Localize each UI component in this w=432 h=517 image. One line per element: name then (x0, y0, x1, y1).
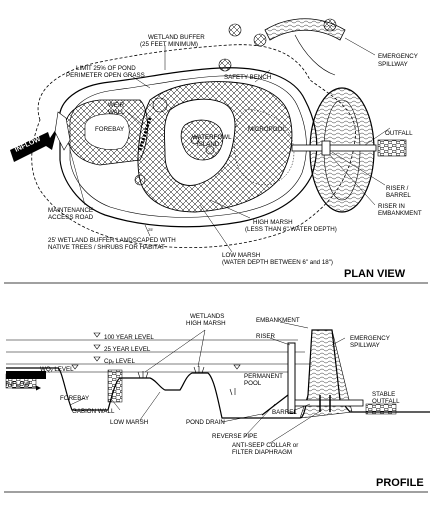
permanent-pool-label-2: POOL (244, 380, 262, 387)
maintenance-label-2: ACCESS ROAD (48, 214, 94, 221)
waterfowl-label: WATERFOWL (192, 134, 232, 141)
embankment-fill (299, 329, 353, 419)
buffer-landscape-label-2: NATIVE TREES / SHRUBS FOR HABITAT (48, 244, 165, 251)
plan-labels: WETLAND BUFFER (25 FEET MINIMUM) LIMIT 2… (48, 34, 422, 266)
cpv-label: Cpᵥ LEVEL (104, 358, 135, 365)
limit-label: LIMIT 25% OF POND (76, 65, 136, 72)
pond-drain-label: POND DRAIN (186, 419, 225, 426)
gabion-wall-label: GABION WALL (72, 408, 115, 415)
wetland-buffer-line (31, 44, 356, 249)
riser-embankment-label: RISER IN (378, 203, 405, 210)
inflow-pipe (6, 371, 46, 379)
riser-structure (287, 342, 296, 414)
safety-bench-label: SAFETY BENCH (224, 74, 271, 81)
stable-outfall-label-2: OUTFALL (372, 398, 400, 405)
plan-view-title: PLAN VIEW (344, 268, 406, 280)
leader-lines (69, 37, 391, 253)
riser-barrel-label: RISER / (386, 185, 409, 192)
embankment-label: EMBANKMENT (256, 317, 300, 324)
profile-labels: WETLANDS HIGH MARSH EMBANKMENT RISER EME… (6, 313, 400, 456)
emergency-spillway (264, 18, 346, 41)
forebay-pool (84, 113, 130, 150)
maintenance-road (54, 111, 71, 151)
anti-seep-label: ANTI-SEEP COLLAR or (232, 442, 298, 449)
micropool-label: MICROPOOL (248, 126, 286, 133)
buffer-landscape-label: 25' WETLAND BUFFER LANDSCAPED WITH (48, 237, 176, 244)
stable-outfall-stones (365, 403, 397, 415)
outfall-label: OUTFALL (385, 130, 413, 137)
stable-outfall-label: STABLE (372, 391, 395, 398)
wetland-buffer-label: WETLAND BUFFER (148, 34, 205, 41)
weir-wall-label-2: WALL (108, 109, 125, 116)
inflow-arrow: INFLOW (10, 126, 58, 162)
permanent-pool-label: PERMANENT (244, 373, 283, 380)
micropool (233, 109, 295, 186)
low-marsh-label-2: (WATER DEPTH BETWEEN 6" and 18") (222, 259, 333, 266)
emergency-spillway-label-2: SPILLWAY (378, 61, 408, 68)
barrel-label: BARREL (272, 409, 297, 416)
profile-view: WETLANDS HIGH MARSH EMBANKMENT RISER EME… (4, 313, 430, 493)
limit-label-2: PERIMETER OPEN GRASS (66, 72, 145, 79)
anti-seep-label-2: FILTER DIAPHRAGM (232, 449, 292, 456)
marsh-plants (137, 366, 236, 396)
high-marsh-label: HIGH MARSH (253, 219, 293, 226)
plan-view: INFLOW WETLAND BUFFER (25 FEET MINIMUM) … (4, 18, 428, 284)
waterfowl-island (180, 119, 224, 161)
barrel (294, 399, 364, 407)
riser (321, 140, 331, 156)
anti-seep-collars (319, 395, 331, 412)
riser-barrel (291, 144, 377, 152)
reverse-pipe-label: REVERSE PIPE (212, 433, 257, 440)
twenty-five-ft-label: 25' (148, 227, 153, 232)
outfall-stones (377, 139, 407, 157)
waterfowl-label-2: ISLAND (197, 141, 220, 148)
wetland-buffer-sub: (25 FEET MINIMUM) (140, 41, 198, 48)
reverse-pipe (261, 394, 289, 416)
low-marsh-profile-label: LOW MARSH (110, 419, 148, 426)
wetlands-label: WETLANDS (190, 313, 224, 320)
riser-embankment-label-2: EMBANKMENT (378, 210, 422, 217)
maintenance-label: MAINTENANCE (48, 207, 93, 214)
emergency-spillway-profile-label: EMERGENCY (350, 335, 390, 342)
profile-title: PROFILE (376, 477, 424, 489)
emergency-spillway-profile-label-2: SPILLWAY (350, 342, 380, 349)
emergency-spillway-label: EMERGENCY (378, 53, 418, 60)
water-level-lines (6, 339, 312, 373)
weir-wall-label: WEIR (108, 102, 125, 109)
level-markers (71, 332, 241, 370)
gabion-wall-stones (107, 369, 123, 403)
forebay-profile-label: FOREBAY (60, 395, 89, 402)
high-marsh-label-2: (LESS THAN 6" WATER DEPTH) (245, 226, 337, 233)
low-marsh-label: LOW MARSH (222, 252, 260, 259)
year100-label: 100 YEAR LEVEL (104, 334, 154, 341)
inflow-profile-label: INFLOW (6, 381, 30, 388)
wetlands-label-2: HIGH MARSH (186, 320, 226, 327)
forebay-label: FOREBAY (95, 126, 124, 133)
riser-label: RISER (256, 333, 275, 340)
wqv-label: WQᵥ LEVEL (40, 366, 74, 373)
profile-leaders (69, 321, 346, 444)
riser-barrel-label-2: BARREL (386, 192, 411, 199)
year25-label: 25 YEAR LEVEL (104, 346, 151, 353)
